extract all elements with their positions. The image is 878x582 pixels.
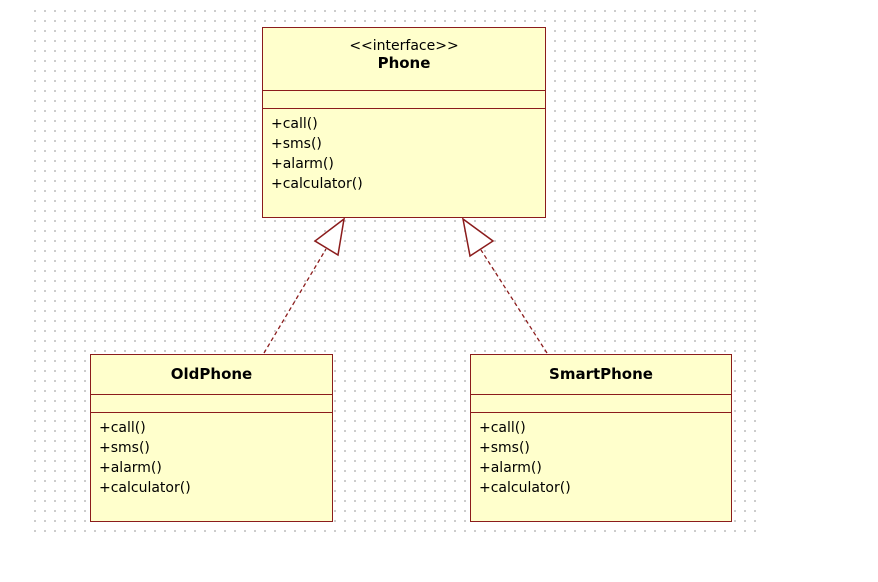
operation-sms: +sms() <box>99 440 150 456</box>
class-oldphone[interactable]: OldPhone +call() +sms() +alarm() +calcul… <box>90 354 333 522</box>
realization-line-smartphone <box>480 249 548 354</box>
class-operations-compartment: +call() +sms() +alarm() +calculator() <box>263 109 545 194</box>
operation-alarm: +alarm() <box>479 460 542 476</box>
class-operations-compartment: +call() +sms() +alarm() +calculator() <box>471 413 731 498</box>
class-attributes-compartment <box>263 91 545 109</box>
class-header: <<interface>> Phone <box>263 28 545 91</box>
class-phone[interactable]: <<interface>> Phone +call() +sms() +alar… <box>262 27 546 218</box>
operation-alarm: +alarm() <box>271 156 334 172</box>
class-attributes-compartment <box>91 395 332 413</box>
operation-alarm: +alarm() <box>99 460 162 476</box>
class-name: SmartPhone <box>549 365 653 383</box>
realization-smartphone-phone[interactable] <box>461 217 548 354</box>
operation-call: +call() <box>479 420 526 436</box>
operation-call: +call() <box>99 420 146 436</box>
realization-arrowhead-smartphone <box>461 217 495 258</box>
class-stereotype: <<interface>> <box>349 38 459 54</box>
operation-calculator: +calculator() <box>99 480 191 496</box>
operation-call: +call() <box>271 116 318 132</box>
class-name: Phone <box>377 54 431 72</box>
operation-calculator: +calculator() <box>271 176 363 192</box>
operation-calculator: +calculator() <box>479 480 571 496</box>
operation-sms: +sms() <box>479 440 530 456</box>
class-name: OldPhone <box>170 365 253 383</box>
realization-oldphone-phone[interactable] <box>263 217 346 354</box>
operation-sms: +sms() <box>271 136 322 152</box>
realization-line-oldphone <box>263 248 327 354</box>
class-header: OldPhone <box>91 355 332 395</box>
class-attributes-compartment <box>471 395 731 413</box>
class-smartphone[interactable]: SmartPhone +call() +sms() +alarm() +calc… <box>470 354 732 522</box>
class-operations-compartment: +call() +sms() +alarm() +calculator() <box>91 413 332 498</box>
realization-arrowhead-oldphone <box>313 217 346 257</box>
class-header: SmartPhone <box>471 355 731 395</box>
